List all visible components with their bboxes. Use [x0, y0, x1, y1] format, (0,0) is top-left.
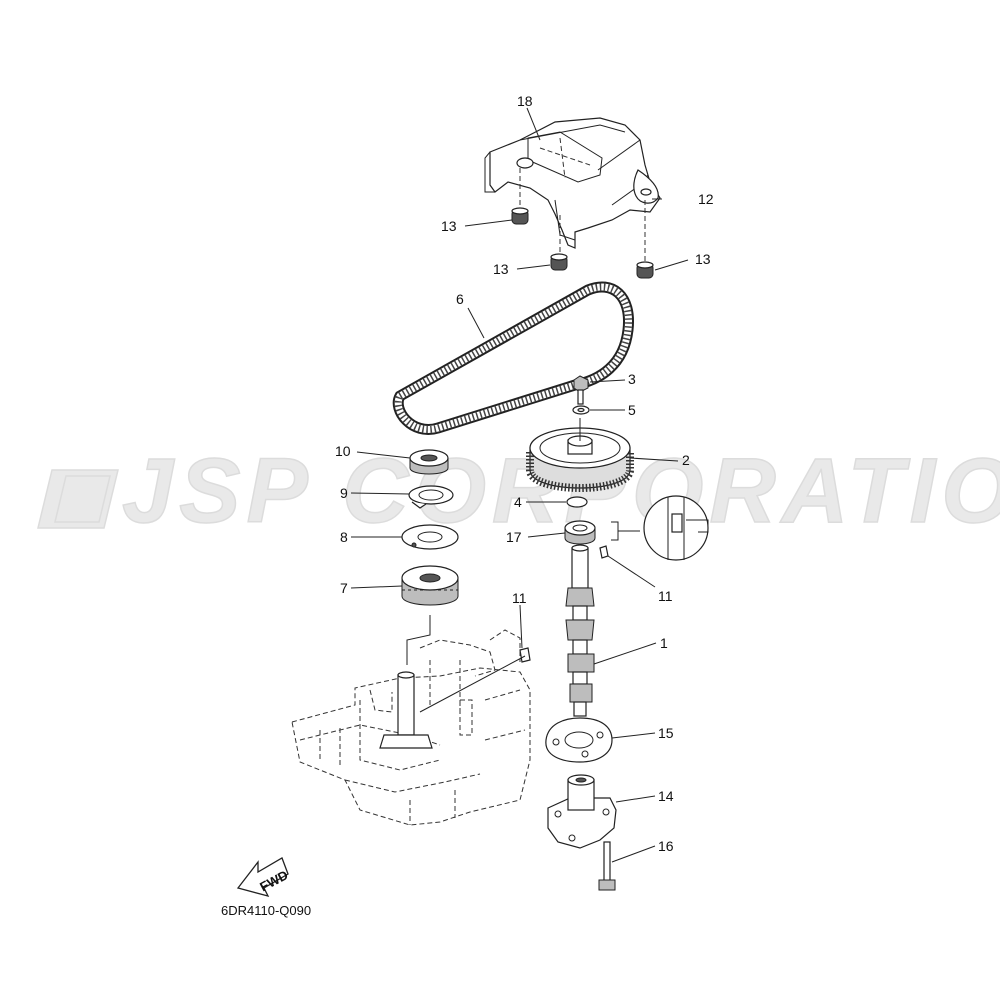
callout-6: 6 — [456, 291, 464, 307]
callout-13: 13 — [441, 218, 457, 234]
watermark: JSP CORPORATION — [37, 439, 1000, 543]
callout-18: 18 — [517, 93, 533, 109]
oil-seal-17 — [564, 520, 596, 545]
callout-16: 16 — [658, 838, 674, 854]
callout-14: 14 — [658, 788, 674, 804]
lock-washer-9 — [408, 485, 454, 509]
callout-4: 4 — [514, 494, 522, 510]
callout-13: 13 — [493, 261, 509, 277]
engine-block-phantom — [291, 629, 531, 826]
washer-5 — [572, 405, 590, 415]
callout-13: 13 — [695, 251, 711, 267]
callout-11: 11 — [658, 588, 673, 604]
grommet-13b — [550, 253, 568, 271]
dowel-pin-11-right — [599, 545, 609, 559]
callout-15: 15 — [658, 725, 674, 741]
camshaft — [565, 544, 595, 717]
callout-labels: 18 12 13 13 13 6 3 5 10 2 9 4 8 17 7 11 … — [335, 93, 714, 854]
callout-5: 5 — [628, 402, 636, 418]
timing-belt — [392, 281, 634, 435]
watermark-logo-mark — [37, 469, 119, 529]
callout-12: 12 — [698, 191, 714, 207]
gasket-15 — [545, 717, 613, 763]
oil-pump-14 — [547, 774, 617, 849]
callout-1: 1 — [660, 635, 668, 651]
detail-inset — [611, 495, 709, 561]
bolt-16 — [598, 841, 616, 891]
callout-3: 3 — [628, 371, 636, 387]
callout-9: 9 — [340, 485, 348, 501]
grommet-13c — [636, 261, 654, 279]
plate-8 — [401, 524, 459, 550]
leader-lines — [350, 107, 689, 863]
nut-10 — [409, 449, 449, 475]
callout-7: 7 — [340, 580, 348, 596]
fwd-arrow-icon: FWD — [236, 857, 290, 897]
callout-8: 8 — [340, 529, 348, 545]
grommet-13a — [511, 207, 529, 225]
drawing-code: 6DR4110-Q090 — [221, 903, 311, 918]
washer-4 — [566, 496, 588, 508]
callout-2: 2 — [682, 452, 690, 468]
callout-11: 11 — [512, 590, 527, 606]
callout-17: 17 — [506, 529, 522, 545]
camshaft-pulley — [526, 418, 634, 492]
bolt-3 — [573, 375, 589, 405]
driven-gear-7 — [401, 565, 459, 606]
leader-7-to-shaft — [406, 615, 431, 665]
callout-10: 10 — [335, 443, 351, 459]
belt-cover — [484, 117, 661, 262]
dowel-pin-11-left — [519, 647, 531, 663]
